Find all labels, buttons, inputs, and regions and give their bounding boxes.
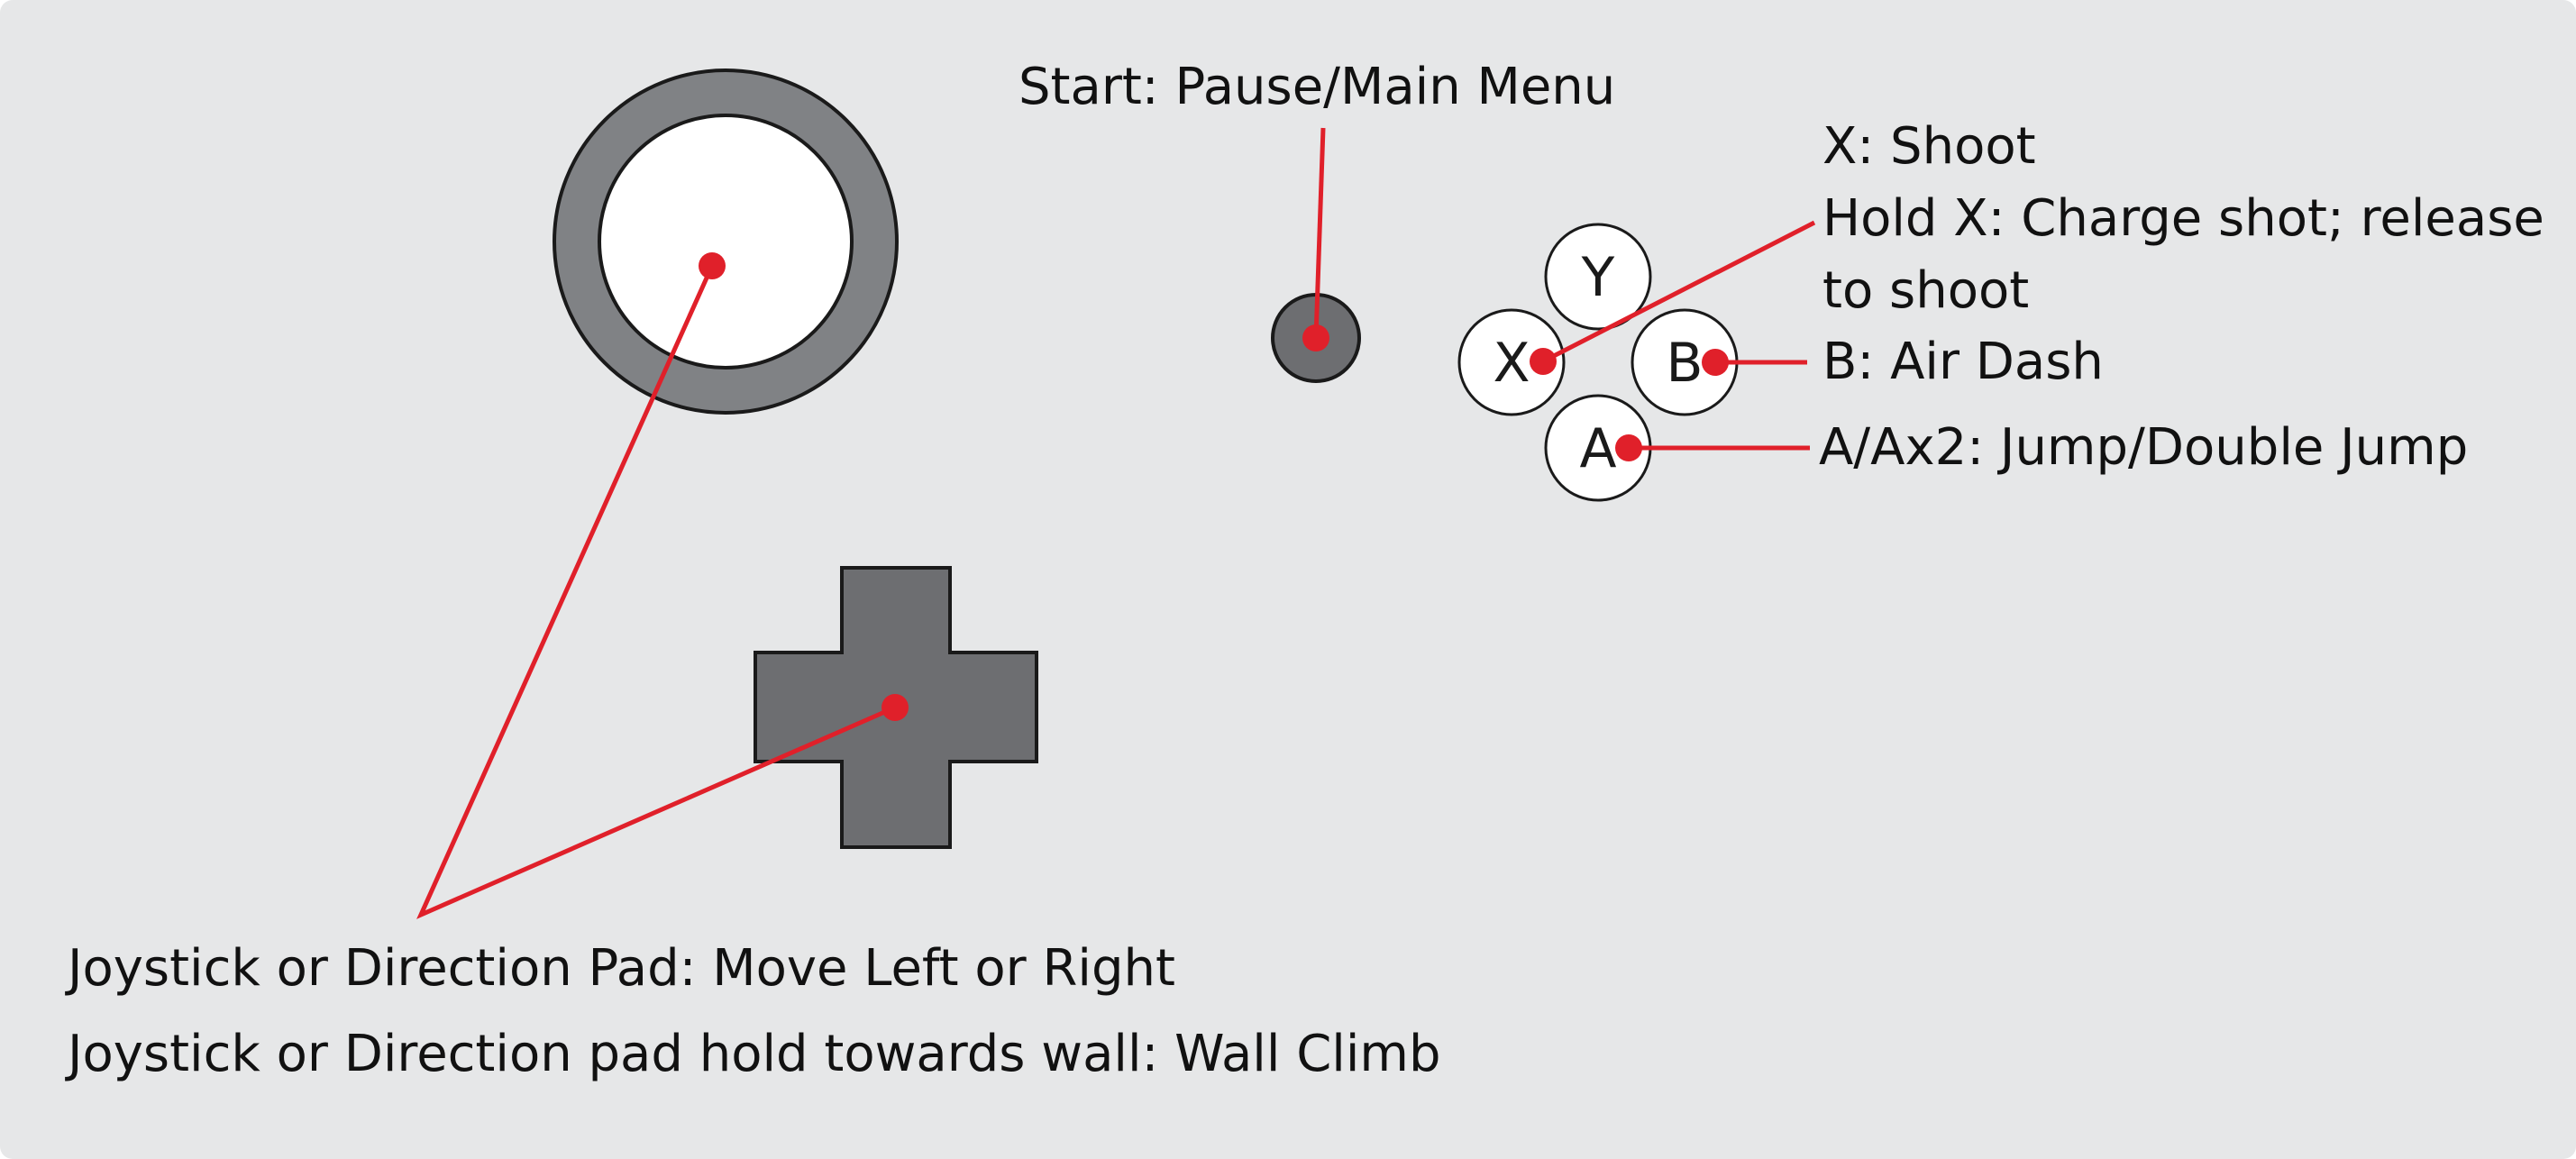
- a-dot: [1615, 434, 1642, 461]
- leader-dots: [699, 252, 1729, 721]
- y-button-circle: [1544, 223, 1652, 331]
- joystick-icon: [553, 68, 899, 415]
- b-dot: [1702, 349, 1729, 376]
- leader-x: [1541, 220, 1816, 364]
- x-button-circle: [1457, 308, 1566, 416]
- b-label: B: Air Dash: [1822, 333, 2104, 391]
- start-dot: [1302, 324, 1329, 351]
- leader-start: [1313, 127, 1326, 339]
- a-button-letter: A: [1579, 417, 1616, 480]
- a-label: A/Ax2: Jump/Double Jump: [1819, 418, 2469, 477]
- joystick-cap: [598, 114, 854, 370]
- x-shoot-label: X: Shoot: [1822, 117, 2036, 176]
- start-label: Start: Pause/Main Menu: [1019, 58, 1616, 116]
- b-button: B: [1631, 308, 1739, 416]
- leader-joystick-dpad: [416, 264, 897, 919]
- y-button-letter: Y: [1581, 246, 1615, 309]
- dpad-dot: [882, 694, 909, 721]
- face-buttons-icon: Y X B A: [1457, 223, 1739, 502]
- hold-x-label-line2: to shoot: [1822, 261, 2030, 320]
- hold-x-label-line1: Hold X: Charge shot; release: [1822, 189, 2544, 248]
- x-button: X: [1457, 308, 1566, 416]
- b-button-letter: B: [1666, 332, 1703, 395]
- y-button: Y: [1544, 223, 1652, 331]
- wall-climb-label: Joystick or Direction pad hold towards w…: [68, 1025, 1441, 1083]
- move-label: Joystick or Direction Pad: Move Left or …: [68, 939, 1175, 998]
- joystick-dot: [699, 252, 726, 279]
- x-dot: [1530, 348, 1557, 375]
- x-button-letter: X: [1493, 332, 1530, 395]
- leader-lines: [416, 127, 1816, 919]
